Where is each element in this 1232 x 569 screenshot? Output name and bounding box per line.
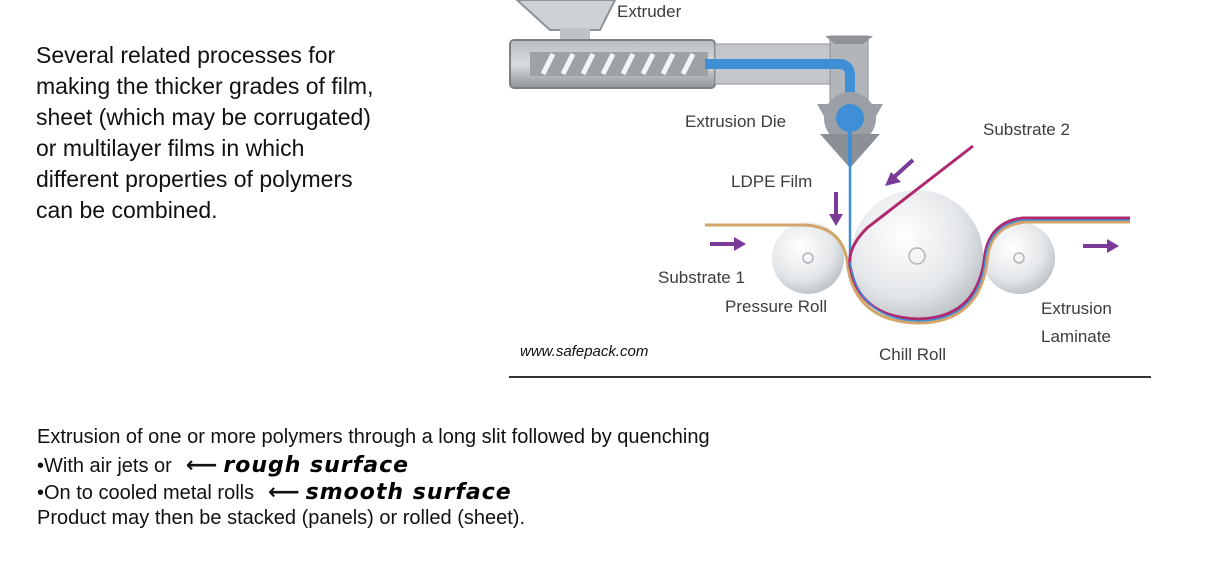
extrusion-lamination-diagram: Extruder Extrusion Die Substrate 2 LDPE … [505, 0, 1155, 380]
notes-bullet-cooled-rolls: •On to cooled metal rolls ⟵smooth surface [37, 478, 710, 505]
handwritten-arrow-icon: ⟵ [268, 479, 300, 504]
rolls [772, 190, 1055, 322]
label-ldpe-film: LDPE Film [731, 172, 813, 191]
intro-line: or multilayer films in which [36, 135, 305, 161]
label-substrate-1: Substrate 1 [658, 268, 745, 287]
exit-roll-hub [1013, 252, 1025, 264]
handwritten-annotation: rough surface [223, 453, 410, 478]
intro-line: can be combined. [36, 197, 218, 223]
notes-bullet-text: •With air jets or [37, 455, 172, 477]
substrate-2-arrow [885, 158, 915, 186]
diagram-drawing [509, 0, 1130, 325]
substrate-1-arrow [710, 237, 746, 251]
notes-bullet-air-jets: •With air jets or ⟵rough surface [37, 451, 710, 478]
extrusion-die [817, 92, 883, 168]
hopper [515, 0, 617, 42]
intro-line: Several related processes for [36, 42, 336, 68]
label-extruder: Extruder [617, 2, 682, 21]
laminate-web [849, 219, 1130, 322]
exit-roll [983, 222, 1055, 294]
intro-line: different properties of polymers [36, 166, 353, 192]
chill-roll [851, 190, 983, 322]
pressure-roll [772, 222, 844, 294]
direction-arrows [710, 158, 1119, 253]
image-credit: www.safepack.com [520, 343, 649, 360]
intro-paragraph: Several related processes for making the… [36, 40, 496, 226]
notes-bullet-text: •On to cooled metal rolls [37, 482, 255, 504]
extruder-barrel [509, 35, 873, 115]
label-extrusion-laminate-line2: Laminate [1041, 327, 1111, 346]
substrate-2-web [848, 144, 1130, 321]
chill-roll-hub [908, 247, 926, 265]
pressure-roll-hub [802, 252, 814, 264]
ldpe-film-arrow [829, 192, 843, 226]
notes-line: Product may then be stacked (panels) or … [37, 507, 526, 529]
label-pressure-roll: Pressure Roll [725, 297, 828, 316]
intro-line: sheet (which may be corrugated) [36, 104, 371, 130]
notes-line: Extrusion of one or more polymers throug… [37, 426, 710, 448]
handwritten-arrow-icon: ⟵ [185, 452, 218, 477]
notes-text: Extrusion of one or more polymers throug… [37, 424, 710, 532]
label-substrate-2: Substrate 2 [983, 120, 1070, 139]
substrate-1-web [705, 220, 1130, 325]
intro-line: making the thicker grades of film, [36, 73, 374, 99]
polymer-melt-flow [705, 59, 855, 110]
laminate-arrow [1083, 239, 1119, 253]
label-extrusion-laminate-line1: Extrusion [1041, 299, 1112, 318]
label-extrusion-die: Extrusion Die [685, 112, 787, 131]
label-chill-roll: Chill Roll [879, 345, 947, 364]
handwritten-annotation: smooth surface [305, 480, 512, 505]
figure-divider [509, 376, 1151, 378]
